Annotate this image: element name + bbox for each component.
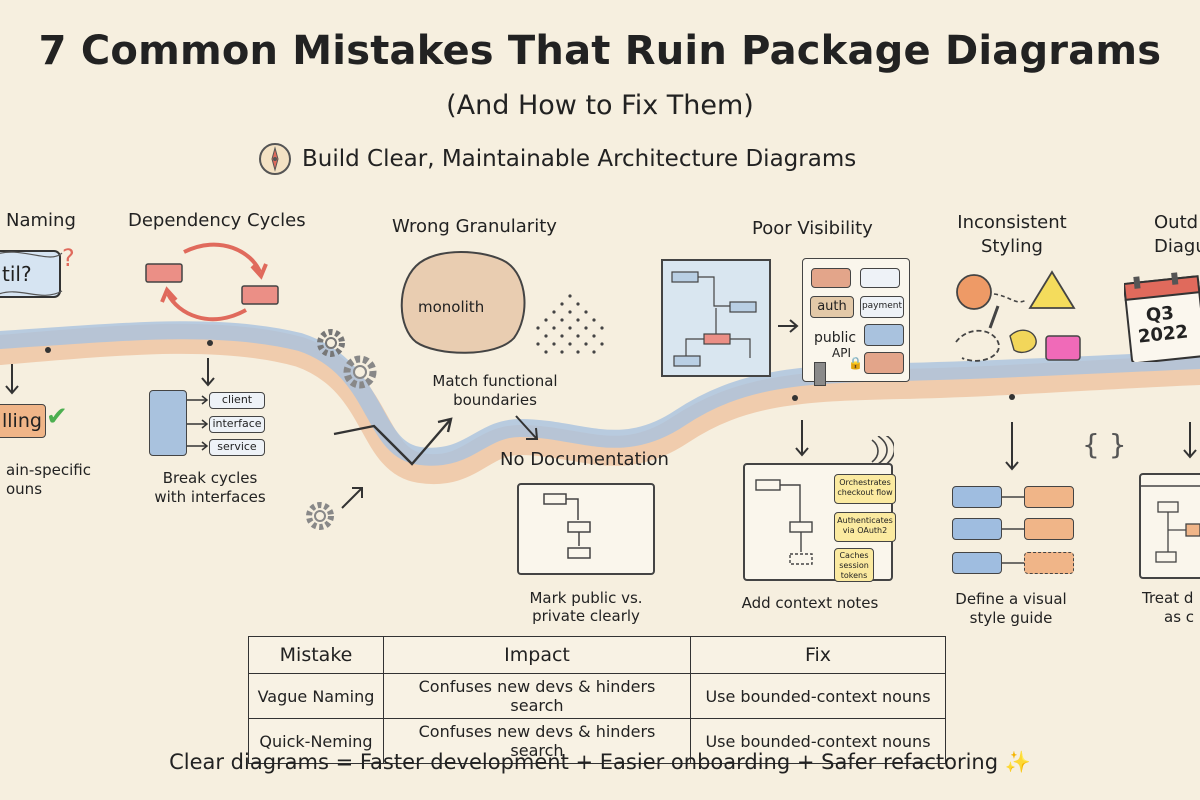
- visibility-cell: [811, 268, 851, 288]
- table-cell: Use bounded-context nouns: [690, 718, 946, 764]
- cycles-caption-1: Break cycles: [162, 469, 258, 487]
- documentation-caption-2: private clearly: [532, 607, 640, 625]
- scribble-box-icon: [0, 250, 63, 298]
- visibility-public-label: public: [814, 330, 857, 346]
- table-row: Quick-Neming Confuses new devs & hinders…: [248, 718, 946, 764]
- cycles-connectors: [187, 395, 209, 451]
- arrow-down-right-icon: [515, 415, 539, 440]
- visibility-cell-payment: payment: [860, 296, 904, 318]
- documentation-frame: [517, 483, 655, 575]
- cycles-item-service: service: [209, 439, 265, 456]
- lock-icon: 🔒: [848, 356, 863, 370]
- arrow-down-icon: [5, 364, 19, 395]
- visibility-cell: [864, 324, 904, 346]
- style-box-blue: [952, 552, 1002, 574]
- compass-icon: [259, 143, 291, 175]
- style-connectors: [1002, 496, 1024, 564]
- section-outdated-title-1: Outd: [1154, 212, 1199, 233]
- visibility-api-label: API: [832, 346, 851, 360]
- tangled-diagram: [661, 259, 771, 377]
- styling-caption-2: style guide: [969, 609, 1053, 627]
- mistakes-table: Mistake Impact Fix Vague Naming Confuses…: [248, 636, 946, 764]
- mixed-shapes: [955, 270, 1081, 362]
- context-note: Authenticates via OAuth2: [834, 512, 896, 542]
- scattered-dots: [536, 294, 604, 354]
- table-cell: Confuses new devs & hinders search: [383, 673, 691, 719]
- table-cell: Quick-Neming: [248, 718, 384, 764]
- tagline-row: Build Clear, Maintainable Architecture D…: [258, 142, 856, 176]
- cycles-item-client: client: [209, 392, 265, 409]
- arrow-up-right-icon: [341, 487, 363, 509]
- page-title: 7 Common Mistakes That Ruin Package Diag…: [38, 28, 1162, 74]
- footer-summary: Clear diagrams = Faster development + Ea…: [0, 750, 1200, 775]
- style-box-orange: [1024, 518, 1074, 540]
- table-cell: Vague Naming: [248, 673, 384, 719]
- naming-good-box: [0, 404, 46, 438]
- section-visibility-title: Poor Visibility: [752, 218, 873, 239]
- section-styling-title-1: Inconsistent: [957, 212, 1067, 233]
- cycles-caption-2: with interfaces: [154, 488, 266, 506]
- cycle-diagram: [145, 242, 279, 322]
- style-box-blue: [952, 486, 1002, 508]
- naming-caption-2: ouns: [6, 480, 43, 498]
- table-header-mistake: Mistake: [248, 636, 384, 674]
- arrow-right-icon: [778, 319, 799, 333]
- context-note: Orchestrates checkout flow: [834, 474, 896, 504]
- code-braces-icon: { }: [1082, 428, 1127, 461]
- calendar-icon: [1124, 272, 1200, 362]
- arrow-down-icon: [201, 358, 215, 387]
- styling-caption-1: Define a visual: [955, 590, 1067, 608]
- sparkle-icon: ✨: [1004, 750, 1031, 774]
- zigzag-arrow: [333, 417, 453, 466]
- visibility-cell-auth: auth: [810, 296, 854, 318]
- style-box-orange: [1024, 486, 1074, 508]
- style-box-orange-dashed: [1024, 552, 1074, 574]
- section-cycles-title: Dependency Cycles: [128, 210, 306, 231]
- visibility-cell: [864, 352, 904, 374]
- section-styling-title-2: Styling: [981, 236, 1043, 257]
- tagline-text: Build Clear, Maintainable Architecture D…: [302, 146, 857, 172]
- granularity-caption-1: Match functional: [432, 372, 558, 390]
- section-naming-title: Naming: [6, 210, 76, 231]
- gear-icon: [343, 355, 377, 389]
- table-cell: Use bounded-context nouns: [690, 673, 946, 719]
- visibility-caption: Add context notes: [741, 594, 879, 612]
- granularity-caption-2: boundaries: [453, 391, 537, 409]
- naming-bad-label: til?: [2, 262, 32, 286]
- section-granularity-title: Wrong Granularity: [392, 216, 557, 237]
- page-subtitle: (And How to Fix Them): [446, 90, 754, 121]
- table-row: Vague Naming Confuses new devs & hinders…: [248, 673, 946, 719]
- arrow-down-icon: [1183, 422, 1197, 459]
- checkmark-icon: ✔: [46, 402, 68, 432]
- footer-text: Clear diagrams = Faster development + Ea…: [169, 750, 999, 774]
- browser-window-frame: [1139, 473, 1200, 579]
- naming-caption-1: ain-specific: [6, 461, 91, 479]
- gear-icon: [306, 502, 334, 530]
- question-mark-icon: ?: [62, 244, 75, 272]
- gear-icon: [317, 329, 345, 357]
- visibility-cell: [860, 268, 900, 288]
- section-documentation-title: No Documentation: [500, 449, 669, 470]
- arrow-down-icon: [1005, 422, 1019, 471]
- outdated-caption-1: Treat d: [1142, 589, 1194, 607]
- cycles-item-interface: interface: [209, 416, 265, 433]
- door-icon: [814, 362, 826, 386]
- arrow-down-icon: [795, 420, 809, 457]
- section-outdated-title-2: Diagu: [1154, 236, 1200, 257]
- documentation-caption-1: Mark public vs.: [529, 589, 643, 607]
- cycles-module-block: [149, 390, 187, 456]
- table-header-fix: Fix: [690, 636, 946, 674]
- naming-good-label: lling: [2, 410, 42, 432]
- monolith-label: monolith: [418, 298, 485, 316]
- table-cell: Confuses new devs & hinders search: [383, 718, 691, 764]
- table-header-row: Mistake Impact Fix: [248, 636, 946, 674]
- monolith-blob: [400, 251, 526, 354]
- style-box-blue: [952, 518, 1002, 540]
- outdated-caption-2: as c: [1164, 608, 1195, 626]
- table-header-impact: Impact: [383, 636, 691, 674]
- context-note: Caches session tokens: [834, 548, 874, 582]
